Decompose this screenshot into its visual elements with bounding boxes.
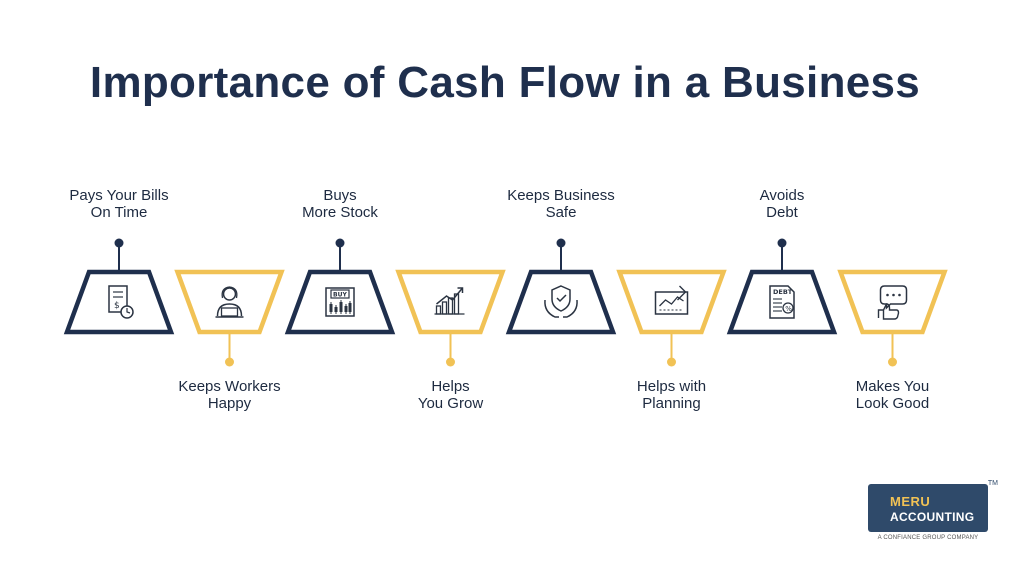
step-label-line: Helps with bbox=[636, 378, 707, 395]
logo-line2: ACCOUNTING bbox=[890, 510, 975, 524]
step-label-line: Happy bbox=[207, 395, 252, 412]
page-title: Importance of Cash Flow in a Business bbox=[89, 58, 921, 107]
connector-dot bbox=[114, 238, 124, 248]
planning-board-icon bbox=[654, 285, 689, 315]
step-label-line: Pays Your Bills bbox=[69, 187, 169, 204]
step-label-line: Safe bbox=[545, 204, 577, 221]
connector-dot bbox=[777, 238, 787, 248]
svg-text:%: % bbox=[785, 305, 792, 313]
company-logo: MERU ACCOUNTING TM bbox=[868, 480, 998, 532]
logo-tagline: A CONFIANCE GROUP COMPANY bbox=[877, 535, 979, 541]
step-label-line: Debt bbox=[766, 204, 798, 221]
connector-dot bbox=[225, 357, 234, 367]
flow-step bbox=[395, 269, 506, 367]
connector-dot bbox=[556, 238, 566, 248]
flow-step: BUY bbox=[284, 238, 396, 335]
connector-dot bbox=[888, 357, 897, 367]
flow-step bbox=[837, 269, 948, 367]
logo-trademark: TM bbox=[987, 480, 998, 487]
step-label-line: More Stock bbox=[302, 204, 378, 221]
trapezoid-shape bbox=[63, 269, 175, 335]
svg-text:BUY: BUY bbox=[333, 292, 347, 299]
flow-step bbox=[505, 238, 617, 335]
trapezoid-shape bbox=[174, 269, 285, 335]
bill-clock-icon: $ bbox=[108, 285, 134, 319]
flow-step: $ bbox=[63, 238, 175, 335]
buy-stock-chart-icon: BUY bbox=[325, 287, 355, 317]
step-label-line: On Time bbox=[90, 204, 148, 221]
flow-step: DEBT% bbox=[726, 238, 838, 335]
step-label-line: Look Good bbox=[855, 395, 930, 412]
step-label-line: Helps bbox=[431, 378, 470, 395]
growth-chart-icon bbox=[434, 287, 465, 315]
trapezoid-shape bbox=[395, 269, 506, 335]
logo-line1: MERU bbox=[890, 494, 931, 509]
connector-dot bbox=[335, 238, 345, 248]
svg-text:$: $ bbox=[114, 301, 120, 311]
connector-dot bbox=[446, 357, 455, 367]
debt-document-icon: DEBT% bbox=[769, 285, 795, 319]
worker-laptop-icon bbox=[215, 286, 244, 318]
step-label-line: Keeps Workers bbox=[178, 378, 281, 395]
trapezoid-shape bbox=[726, 269, 838, 335]
step-label-line: Avoids bbox=[759, 187, 805, 204]
trapezoid-shape bbox=[505, 269, 617, 335]
step-label-line: Planning bbox=[642, 395, 701, 412]
flow-step bbox=[174, 269, 285, 367]
svg-text:DEBT: DEBT bbox=[773, 288, 793, 296]
flow-step bbox=[616, 269, 727, 367]
step-label-line: You Grow bbox=[417, 395, 484, 412]
trapezoid-shape bbox=[616, 269, 727, 335]
step-label-line: Keeps Business bbox=[507, 187, 615, 204]
trapezoid-shape bbox=[837, 269, 948, 335]
step-label-line: Makes You bbox=[855, 378, 930, 395]
shield-hands-icon bbox=[544, 285, 578, 318]
speech-thumbs-up-icon bbox=[877, 285, 908, 320]
connector-dot bbox=[667, 357, 676, 367]
step-label-line: Buys bbox=[323, 187, 357, 204]
